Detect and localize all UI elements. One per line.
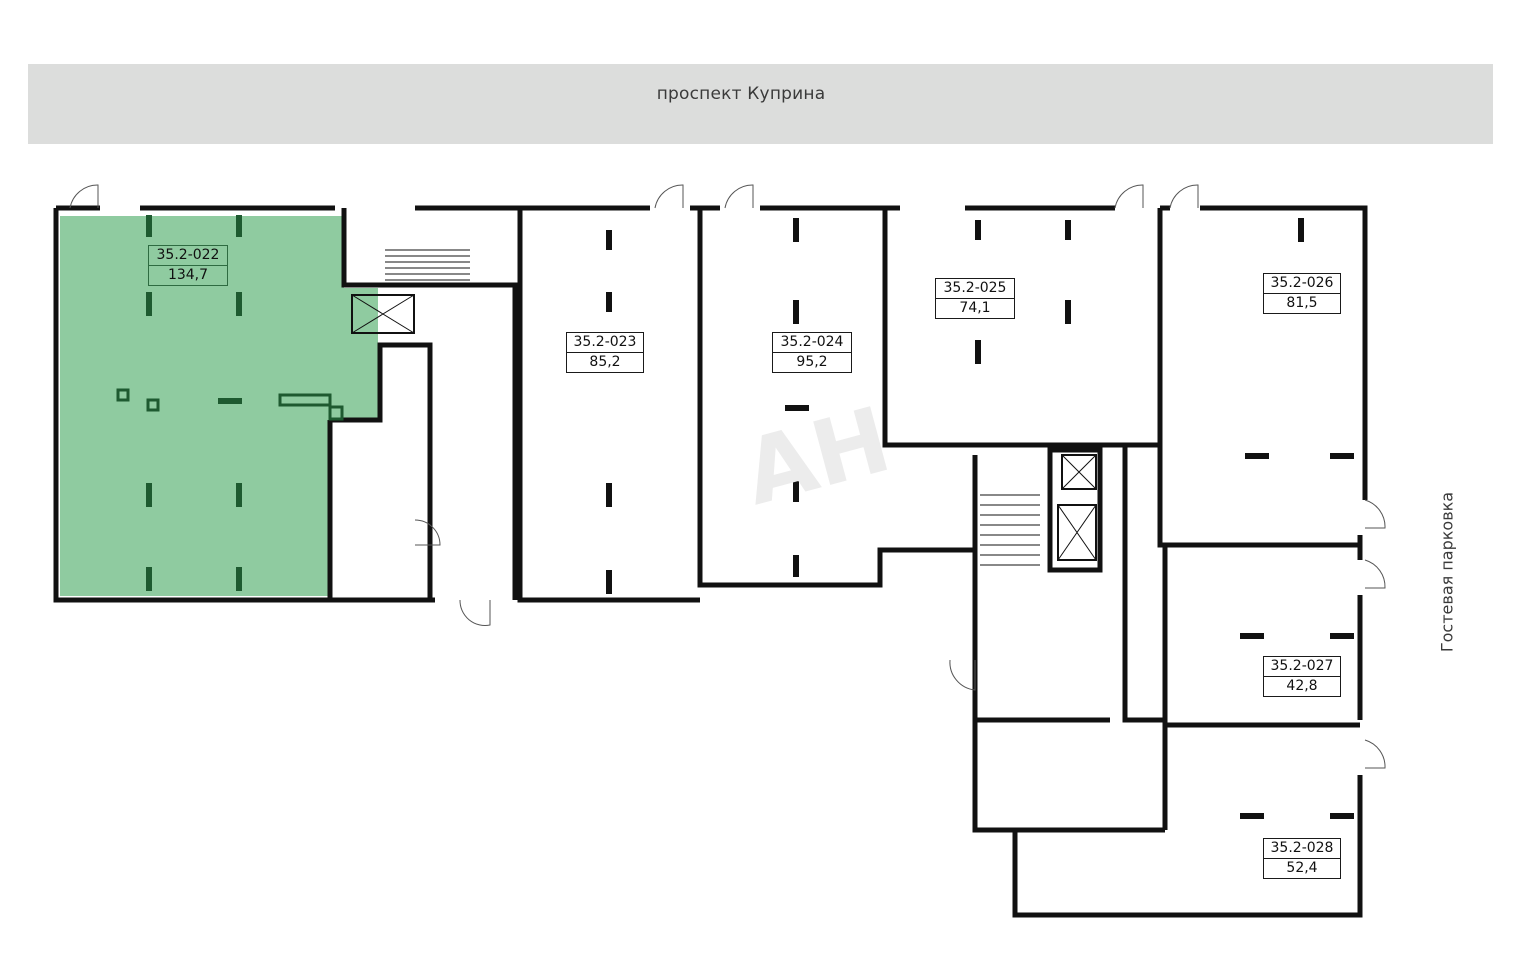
unit-label-35-2-022[interactable]: 35.2-022 134,7 [148,245,228,286]
unit-id: 35.2-024 [773,333,851,353]
door-swings [69,184,1386,769]
watermark: AH [734,387,901,526]
unit-label-35-2-028[interactable]: 35.2-028 52,4 [1263,838,1341,879]
unit-label-35-2-024[interactable]: 35.2-024 95,2 [772,332,852,373]
unit-label-35-2-026[interactable]: 35.2-026 81,5 [1263,273,1341,314]
elevators [351,294,1097,561]
unit-id: 35.2-026 [1264,274,1340,294]
unit-area: 85,2 [589,354,621,370]
unit-id: 35.2-025 [936,279,1014,299]
street-label: проспект Куприна [656,84,826,104]
unit-label-35-2-025[interactable]: 35.2-025 74,1 [935,278,1015,319]
walls [53,205,1368,918]
unit-area: 95,2 [796,354,828,370]
unit-id: 35.2-022 [149,246,227,266]
unit-id: 35.2-027 [1264,657,1340,677]
unit-id: 35.2-028 [1264,839,1340,859]
unit-area: 52,4 [1286,860,1318,876]
unit-area: 134,7 [167,267,209,283]
selected-columns-outline [116,388,344,421]
unit-id: 35.2-023 [567,333,643,353]
unit-35-2-022-area[interactable] [60,216,378,596]
unit-area: 81,5 [1286,295,1318,311]
stairs [385,249,1040,566]
selected-columns [146,215,242,591]
unit-label-35-2-023[interactable]: 35.2-023 85,2 [566,332,644,373]
street-band: проспект Куприна [28,64,1493,144]
unit-area: 42,8 [1286,678,1318,694]
columns [606,218,1354,819]
unit-label-35-2-027[interactable]: 35.2-027 42,8 [1263,656,1341,697]
unit-area: 74,1 [959,300,991,316]
